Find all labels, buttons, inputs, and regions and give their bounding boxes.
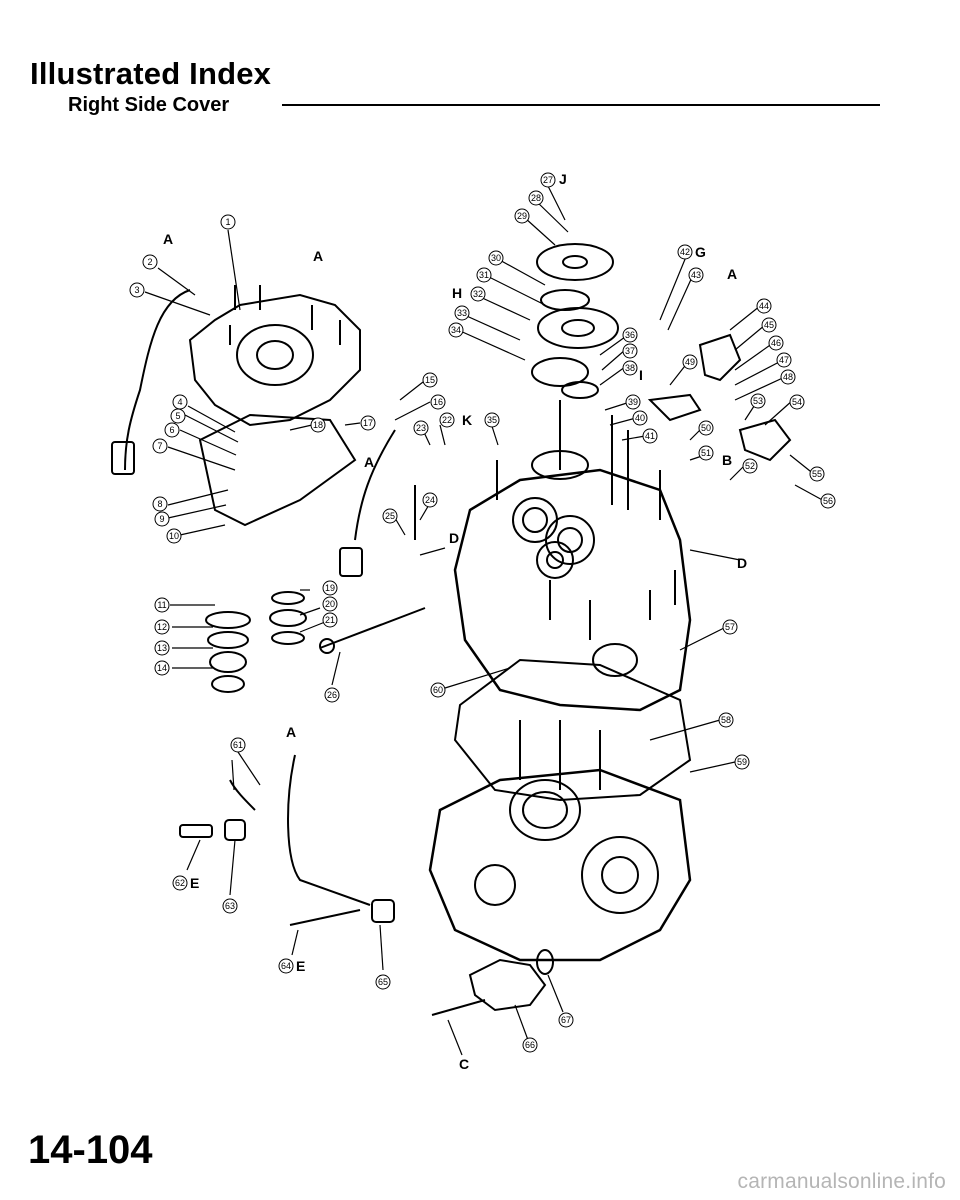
callout-17: 17 (363, 418, 373, 428)
callout-51: 51 (701, 448, 711, 458)
diagram-linework (111, 243, 792, 1016)
callout-13: 13 (157, 643, 167, 653)
callout-14: 14 (157, 663, 167, 673)
label-a-cover: A (313, 248, 323, 264)
callout-62: 62 (175, 878, 185, 888)
callout-11: 11 (157, 600, 166, 610)
callout-3: 3 (134, 285, 139, 295)
callout-65: 65 (378, 977, 388, 987)
callout-6: 6 (169, 425, 174, 435)
callout-28: 28 (531, 193, 541, 203)
callout-42: 42 (680, 247, 690, 257)
page-title: Illustrated Index (30, 56, 272, 91)
callout-27: 27 (543, 175, 553, 185)
callout-58: 58 (721, 715, 731, 725)
callout-50: 50 (701, 423, 711, 433)
page-number: 14-104 (28, 1128, 153, 1172)
callout-1: 1 (225, 217, 230, 227)
callout-49: 49 (685, 357, 695, 367)
callout-66: 66 (525, 1040, 535, 1050)
callout-10: 10 (169, 531, 179, 541)
title-rule (282, 104, 880, 106)
leader-lines (144, 179, 827, 1056)
section-subtitle: Right Side Cover (68, 94, 230, 116)
callout-18: 18 (313, 420, 323, 430)
callout-20: 20 (325, 599, 335, 609)
callout-25: 25 (385, 511, 395, 521)
callout-47: 47 (779, 355, 789, 365)
callout-16: 16 (433, 397, 443, 407)
callout-64: 64 (281, 961, 291, 971)
callout-46: 46 (771, 338, 781, 348)
callout-12: 12 (157, 622, 167, 632)
label-a-lower: A (286, 724, 296, 740)
label-a-right: A (727, 266, 737, 282)
callout-40: 40 (635, 413, 645, 423)
callout-7: 7 (157, 441, 162, 451)
callout-43: 43 (691, 270, 701, 280)
callout-52: 52 (745, 461, 755, 471)
callout-9: 9 (159, 514, 164, 524)
callout-26: 26 (327, 690, 337, 700)
callout-21: 21 (325, 615, 335, 625)
label-a-left: A (163, 231, 173, 247)
label-i: I (639, 367, 643, 383)
callout-53: 53 (753, 396, 763, 406)
label-a-mid: A (364, 454, 374, 470)
watermark: carmanualsonline.info (737, 1170, 946, 1193)
callout-38: 38 (625, 363, 635, 373)
label-e-64: E (296, 958, 305, 974)
callout-54: 54 (792, 397, 802, 407)
part-callouts: 1 2 3 4 5 6 7 8 9 10 11 12 13 14 15 16 1… (129, 172, 836, 1053)
label-j: J (559, 171, 567, 187)
callout-5: 5 (175, 411, 180, 421)
callout-57: 57 (725, 622, 735, 632)
callout-56: 56 (823, 496, 833, 506)
label-h: H (452, 285, 462, 301)
callout-44: 44 (759, 301, 769, 311)
callout-36: 36 (625, 330, 635, 340)
callout-55: 55 (812, 469, 822, 479)
letter-labels: A A A A A B C D D E E G H I J K (163, 171, 747, 1072)
label-d-right: D (737, 555, 747, 571)
callout-2: 2 (147, 257, 152, 267)
label-g: G (695, 244, 706, 260)
label-d-left: D (449, 530, 459, 546)
callout-59: 59 (737, 757, 747, 767)
callout-22: 22 (442, 415, 452, 425)
callout-67: 67 (561, 1015, 571, 1025)
callout-48: 48 (783, 372, 793, 382)
label-c: C (459, 1056, 469, 1072)
label-b: B (722, 452, 732, 468)
callout-29: 29 (517, 211, 527, 221)
callout-31: 31 (479, 270, 489, 280)
callout-23: 23 (416, 423, 426, 433)
callout-37: 37 (625, 346, 635, 356)
callout-35: 35 (487, 415, 497, 425)
callout-34: 34 (451, 325, 461, 335)
callout-60: 60 (433, 685, 443, 695)
callout-8: 8 (157, 499, 162, 509)
callout-30: 30 (491, 253, 501, 263)
label-k: K (462, 412, 472, 428)
callout-19: 19 (325, 583, 335, 593)
callout-63: 63 (225, 901, 235, 911)
callout-33: 33 (457, 308, 467, 318)
callout-39: 39 (628, 397, 638, 407)
callout-24: 24 (425, 495, 435, 505)
callout-15: 15 (425, 375, 435, 385)
callout-41: 41 (645, 431, 655, 441)
callout-32: 32 (473, 289, 483, 299)
callout-4: 4 (177, 397, 182, 407)
callout-61: 61 (233, 740, 243, 750)
label-e-62: E (190, 875, 199, 891)
callout-45: 45 (764, 320, 774, 330)
